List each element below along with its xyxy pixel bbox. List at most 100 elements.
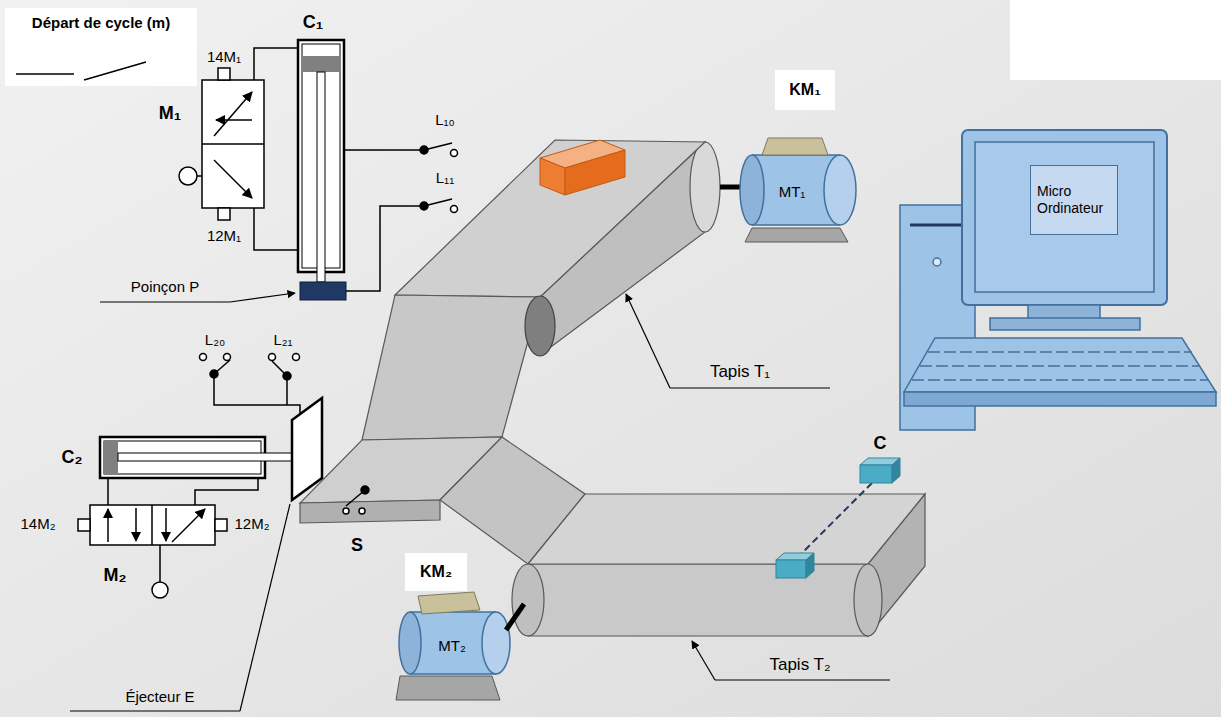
valve-symbol bbox=[254, 48, 298, 80]
sensor-name: C bbox=[874, 433, 887, 454]
leader-line bbox=[240, 504, 290, 711]
valve-symbol bbox=[254, 208, 298, 250]
limit-switch bbox=[214, 378, 300, 414]
computer-illustration bbox=[928, 351, 1192, 353]
conveyor-belt bbox=[854, 564, 882, 636]
switch-name: L₂₁ bbox=[273, 331, 292, 348]
valve-symbol bbox=[218, 68, 230, 80]
cylinder-symbol bbox=[100, 398, 322, 500]
port-label: 14M₂ bbox=[20, 515, 55, 532]
presence-sensor bbox=[343, 486, 369, 514]
cycle-start-box: Départ de cycle (m) bbox=[5, 8, 197, 86]
valve-symbol bbox=[202, 143, 264, 145]
valve-name: M₁ bbox=[159, 103, 181, 124]
valve-symbol bbox=[216, 119, 252, 121]
optical-sensor bbox=[892, 458, 900, 483]
valve-name: M₂ bbox=[104, 565, 127, 586]
motor-symbol bbox=[399, 612, 421, 674]
contactor-label-box: KM₁ bbox=[775, 70, 835, 110]
switch-name: L₂₀ bbox=[205, 331, 225, 348]
limit-switch bbox=[293, 354, 300, 361]
leader-line bbox=[626, 294, 670, 388]
limit-switch bbox=[283, 372, 291, 380]
workpiece bbox=[540, 158, 565, 195]
optical-sensor bbox=[776, 458, 900, 578]
limit-switch bbox=[200, 354, 301, 415]
presence-sensor bbox=[343, 508, 349, 514]
computer-illustration bbox=[990, 318, 1140, 330]
valve-symbol bbox=[78, 519, 90, 531]
port-label: 12M₂ bbox=[234, 515, 269, 532]
valve-symbol bbox=[195, 478, 258, 505]
valve-symbol bbox=[197, 175, 202, 177]
motor-symbol bbox=[418, 592, 480, 614]
part-name: Éjecteur E bbox=[125, 688, 194, 705]
contactor-label-box: KM₂ bbox=[405, 553, 467, 591]
computer-illustration bbox=[904, 392, 1216, 406]
limit-switch bbox=[346, 206, 420, 291]
limit-switch bbox=[451, 206, 458, 213]
valve-symbol bbox=[165, 508, 167, 541]
valve-symbol bbox=[107, 478, 109, 505]
computer-illustration bbox=[912, 379, 1208, 381]
cylinder-symbol bbox=[104, 441, 118, 474]
computer-illustration bbox=[920, 365, 1200, 367]
valve-symbol bbox=[215, 519, 227, 531]
conveyor-belt bbox=[362, 295, 540, 440]
conveyor-belt bbox=[690, 142, 720, 232]
background bbox=[1010, 0, 1221, 80]
optical-sensor bbox=[797, 483, 872, 558]
conveyor-belt bbox=[300, 500, 440, 523]
limit-switch bbox=[451, 150, 458, 157]
limit-switch bbox=[344, 149, 420, 151]
motor-symbol bbox=[396, 592, 524, 700]
cylinder-symbol bbox=[118, 453, 294, 461]
limit-switch bbox=[200, 354, 207, 361]
cylinder-symbol bbox=[298, 40, 346, 300]
leader-line bbox=[230, 293, 295, 302]
leader-line bbox=[100, 301, 230, 302]
leader-line bbox=[670, 387, 830, 388]
cycle-start-switch bbox=[5, 8, 197, 86]
screen-label-box: Micro Ordinateur bbox=[1030, 165, 1118, 235]
part-name: Tapis T₁ bbox=[710, 362, 770, 382]
presence-sensor bbox=[359, 508, 365, 514]
switch-name: L₁₁ bbox=[436, 169, 454, 186]
part-name: Tapis T₂ bbox=[769, 655, 830, 675]
conveyor-belt bbox=[512, 564, 544, 636]
presence-sensor bbox=[361, 486, 369, 494]
valve-symbol bbox=[151, 505, 153, 545]
optical-sensor bbox=[806, 553, 814, 578]
part-name: C₁ bbox=[303, 12, 323, 33]
cycle-start-switch bbox=[84, 62, 146, 80]
leader-line bbox=[692, 641, 715, 680]
part-name: Poinçon P bbox=[131, 278, 199, 295]
computer-illustration bbox=[962, 130, 1167, 305]
computer-illustration bbox=[910, 224, 962, 227]
port-label: 14M₁ bbox=[207, 48, 241, 65]
limit-switch bbox=[424, 143, 452, 150]
cylinder-symbol bbox=[300, 282, 346, 300]
valve-symbol bbox=[107, 509, 109, 542]
limit-switch bbox=[424, 199, 452, 206]
optical-sensor bbox=[776, 560, 806, 578]
conveyor-belt bbox=[525, 296, 555, 356]
leader-line bbox=[715, 679, 890, 680]
conveyor-belt bbox=[300, 140, 925, 636]
limit-switch bbox=[210, 370, 218, 378]
node-text: KM₁ bbox=[789, 80, 821, 99]
conveyor-belt bbox=[528, 494, 925, 564]
valve-symbol bbox=[179, 48, 298, 250]
valve-symbol bbox=[152, 582, 168, 598]
motor-symbol bbox=[720, 138, 856, 242]
switch-name: L₁₀ bbox=[435, 111, 455, 128]
conveyor-belt bbox=[395, 140, 705, 297]
leader-line bbox=[70, 710, 240, 711]
node-text: KM₂ bbox=[420, 562, 452, 581]
optical-sensor bbox=[860, 465, 892, 483]
